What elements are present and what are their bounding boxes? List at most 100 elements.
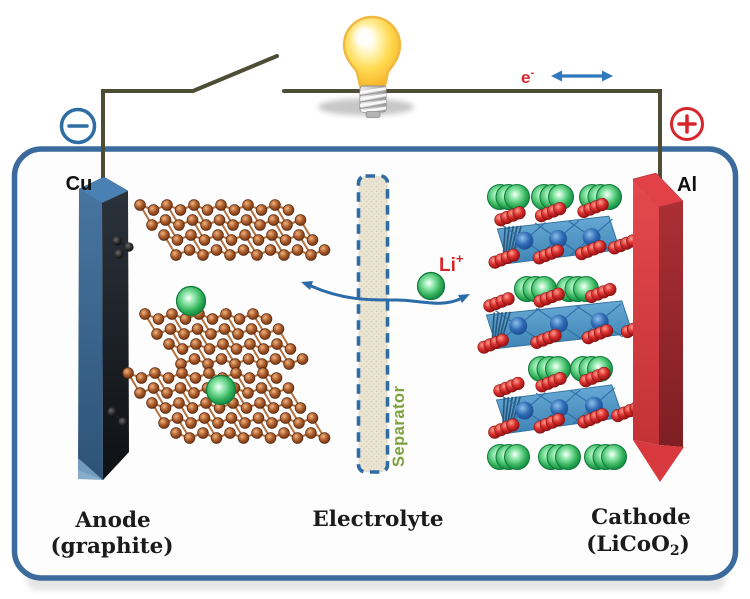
lithium-ion-sphere	[205, 374, 237, 406]
lithium-ion-sphere	[416, 271, 446, 301]
carbon-atom	[203, 343, 216, 355]
carbon-atom	[270, 372, 283, 384]
carbon-atom	[279, 412, 292, 424]
carbon-atom	[233, 313, 246, 325]
carbon-atom	[171, 412, 184, 424]
carbon-atom	[164, 323, 177, 335]
carbon-atom	[183, 244, 196, 256]
carbon-atom	[186, 214, 199, 226]
wire-left	[101, 89, 195, 180]
oxygen-atom	[551, 287, 565, 301]
lithium-ion-sphere	[555, 444, 581, 470]
lithium-ion-sphere	[175, 285, 207, 317]
intercalated-lithium-ions	[175, 285, 237, 406]
licoo2-cathode-structure	[477, 184, 653, 470]
carbon-atom	[176, 367, 188, 379]
carbon-atom	[305, 427, 317, 439]
carbon-atom	[225, 234, 238, 246]
carbon-atom	[198, 412, 211, 424]
oxygen-atom	[553, 202, 567, 216]
carbon-atom	[272, 323, 285, 335]
carbon-atom	[237, 432, 250, 444]
dark-atom	[112, 236, 122, 246]
carbon-atom	[267, 214, 280, 226]
aluminum-bottom-face	[633, 440, 684, 482]
carbon-atom	[218, 323, 231, 335]
electron-direction-arrow	[551, 70, 613, 82]
oxygen-atom	[550, 244, 565, 258]
carbon-atom	[318, 432, 331, 444]
carbon-atom	[254, 397, 266, 409]
carbon-atom	[230, 343, 243, 355]
cobalt-atom	[515, 401, 534, 420]
copper-front-face	[102, 191, 129, 480]
carbon-atom	[282, 204, 295, 216]
lithium-ion-row	[487, 444, 627, 470]
carbon-atom	[252, 234, 265, 246]
carbon-atom	[134, 387, 146, 399]
carbon-atom	[255, 382, 268, 394]
carbon-atom	[178, 328, 190, 340]
carbon-atom	[264, 432, 277, 444]
carbon-atom	[266, 229, 278, 241]
carbon-atom	[198, 234, 211, 246]
carbon-atom	[174, 204, 187, 216]
carbon-atom	[284, 343, 297, 355]
carbon-atom	[266, 417, 278, 429]
carbon-atom	[267, 402, 280, 414]
carbon-atom	[244, 338, 256, 350]
carbon-atom	[282, 382, 295, 394]
carbon-atom	[296, 353, 309, 365]
lithium-ion-sphere	[504, 444, 530, 470]
electrolyte-label: Electrolyte	[312, 507, 443, 532]
carbon-atom	[161, 199, 173, 211]
carbon-atom	[147, 204, 160, 216]
carbon-atom	[279, 234, 292, 246]
sei-atoms	[107, 236, 134, 427]
carbon-atom	[278, 427, 290, 439]
carbon-atom	[151, 328, 163, 340]
cobalt-atom	[548, 229, 567, 248]
carbon-atom	[158, 229, 170, 241]
carbon-atom	[306, 412, 319, 424]
cobalt-atom	[515, 231, 534, 250]
carbon-atom	[188, 199, 200, 211]
electron-label: e-	[521, 67, 534, 87]
copper-collector	[78, 176, 129, 480]
carbon-atom	[239, 417, 251, 429]
carbon-atom	[259, 328, 271, 340]
carbon-atom	[197, 249, 209, 261]
oxygen-atom	[551, 413, 565, 427]
oxygen-atom	[501, 292, 515, 306]
switch-blade	[191, 54, 279, 93]
graphite-sheet	[134, 199, 331, 261]
carbon-atom	[212, 229, 224, 241]
carbon-atom	[170, 249, 182, 261]
carbon-atom	[212, 417, 224, 429]
light-bulb-icon	[342, 15, 402, 118]
carbon-atom	[257, 343, 270, 355]
carbon-atom	[159, 214, 172, 226]
carbon-atom	[183, 432, 196, 444]
carbon-atom	[291, 244, 304, 256]
carbon-atom	[203, 367, 215, 379]
carbon-atom	[201, 204, 214, 216]
carbon-atom	[255, 204, 268, 216]
carbon-atom	[254, 219, 266, 231]
oxygen-atom	[595, 197, 609, 212]
carbon-atom	[269, 353, 282, 365]
cathode-label: Cathode (LiCoO2)	[586, 505, 691, 559]
cathode-formula: (LiCoO2)	[586, 532, 690, 559]
carbon-atom	[293, 417, 305, 429]
oxygen-atom	[511, 376, 525, 390]
aluminum-collector	[632, 172, 684, 482]
carbon-atom	[228, 204, 241, 216]
carbon-atom	[294, 214, 307, 226]
cobalt-atom	[550, 399, 569, 418]
cu-label: Cu	[66, 173, 93, 195]
oxygen-atom	[506, 248, 520, 262]
oxygen-atom	[548, 328, 562, 342]
carbon-atom	[264, 244, 277, 256]
carbon-atom	[252, 412, 265, 424]
arrow-right-head	[602, 70, 613, 82]
